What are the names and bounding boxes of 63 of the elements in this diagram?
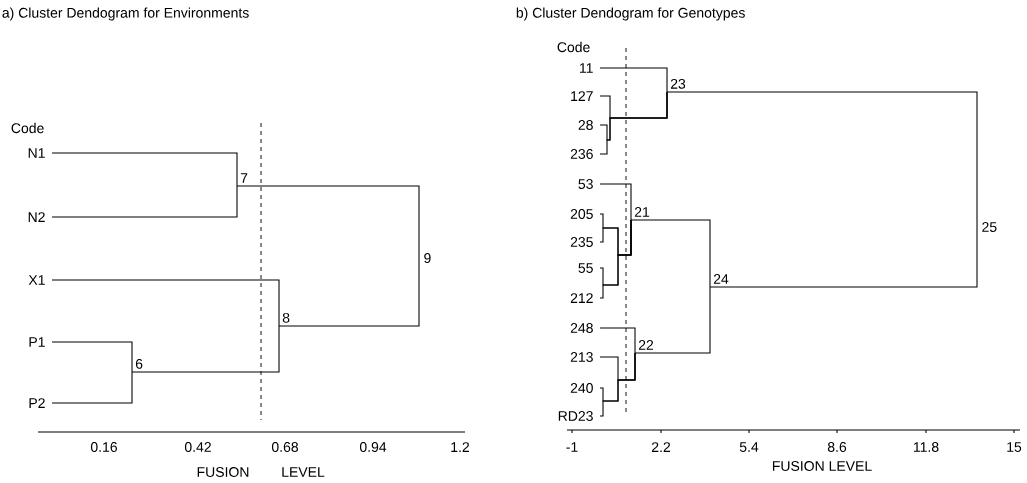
cluster-number: 24: [713, 274, 729, 284]
dendrogram-branch: [599, 219, 632, 299]
leaf-label: 53: [578, 179, 593, 189]
dendrogram-branch: [51, 279, 280, 327]
dendrogram-branch: [630, 219, 711, 288]
axis-tick-label: 0.16: [90, 442, 117, 452]
axis-tick-label: 0.68: [271, 442, 298, 452]
axis-title: LEVEL: [282, 467, 325, 477]
leaf-label: X1: [28, 275, 45, 285]
dendrogram-branch: [599, 67, 668, 93]
leaf-label: 205: [570, 209, 593, 219]
axis-tick-label: 8.6: [827, 442, 847, 452]
leaf-label: 240: [570, 383, 593, 393]
dendrogram-branch: [278, 257, 420, 327]
axis-tick-label: 1.2: [451, 442, 469, 452]
leaf-label: 127: [571, 91, 593, 101]
axis-tick-label: 0.42: [184, 442, 211, 452]
leaf-label: 55: [578, 263, 593, 273]
cluster-number: 7: [240, 173, 248, 183]
leaf-label: 248: [570, 323, 593, 333]
cluster-number: 6: [135, 358, 143, 369]
leaf-label: 236: [570, 149, 593, 159]
cluster-number: 8: [282, 312, 290, 323]
dendrogram-branch: [709, 226, 978, 288]
dendrogram-branch: [599, 91, 668, 155]
column-header: Code: [557, 41, 590, 53]
leaf-label: 11: [580, 63, 593, 73]
leaf-label: 212: [570, 293, 593, 303]
dendrogram-branch: [51, 371, 133, 404]
dendrogram-branch: [51, 185, 238, 218]
cluster-number: 22: [638, 340, 654, 350]
axis-tick-label: 5.4: [739, 442, 759, 452]
axis-tick-label: 0.94: [359, 442, 387, 452]
column-header: Code: [11, 122, 44, 134]
axis-tick-label: 11.8: [913, 442, 939, 452]
dendrogram-branch: [599, 352, 636, 417]
dendrogram-branch: [599, 183, 632, 221]
dendrogram-branch: [599, 327, 636, 354]
axis-title: FUSION: [197, 467, 249, 477]
dendrogram-branch: [236, 185, 420, 259]
leaf-label: N1: [28, 148, 45, 158]
panel-title: b) Cluster Dendogram for Genotypes: [516, 7, 745, 21]
leaf-label: P1: [29, 337, 45, 347]
leaf-label: P2: [29, 398, 45, 408]
cluster-number: 23: [670, 78, 686, 89]
panel-title: a) Cluster Dendogram for Environments: [2, 7, 249, 21]
dendrogram-branch: [634, 286, 711, 354]
leaf-label: RD23: [558, 411, 593, 421]
cluster-number: 25: [982, 222, 997, 232]
axis-tick-label: 15: [1007, 442, 1022, 452]
cluster-number: 21: [634, 207, 650, 217]
dendrogram-branch: [131, 325, 280, 373]
axis-title: FUSION LEVEL: [773, 461, 872, 471]
dendrogram-branch: [51, 152, 238, 187]
cluster-number: 9: [424, 253, 431, 263]
leaf-label: 28: [578, 120, 593, 130]
axis-tick-label: -1: [566, 442, 578, 452]
dendrogram-branch: [51, 341, 133, 373]
axis-tick-label: 2.2: [652, 442, 670, 452]
leaf-label: 213: [570, 352, 593, 362]
leaf-label: 235: [570, 237, 593, 247]
leaf-label: N2: [28, 212, 45, 222]
dendrogram-branch: [666, 91, 978, 228]
